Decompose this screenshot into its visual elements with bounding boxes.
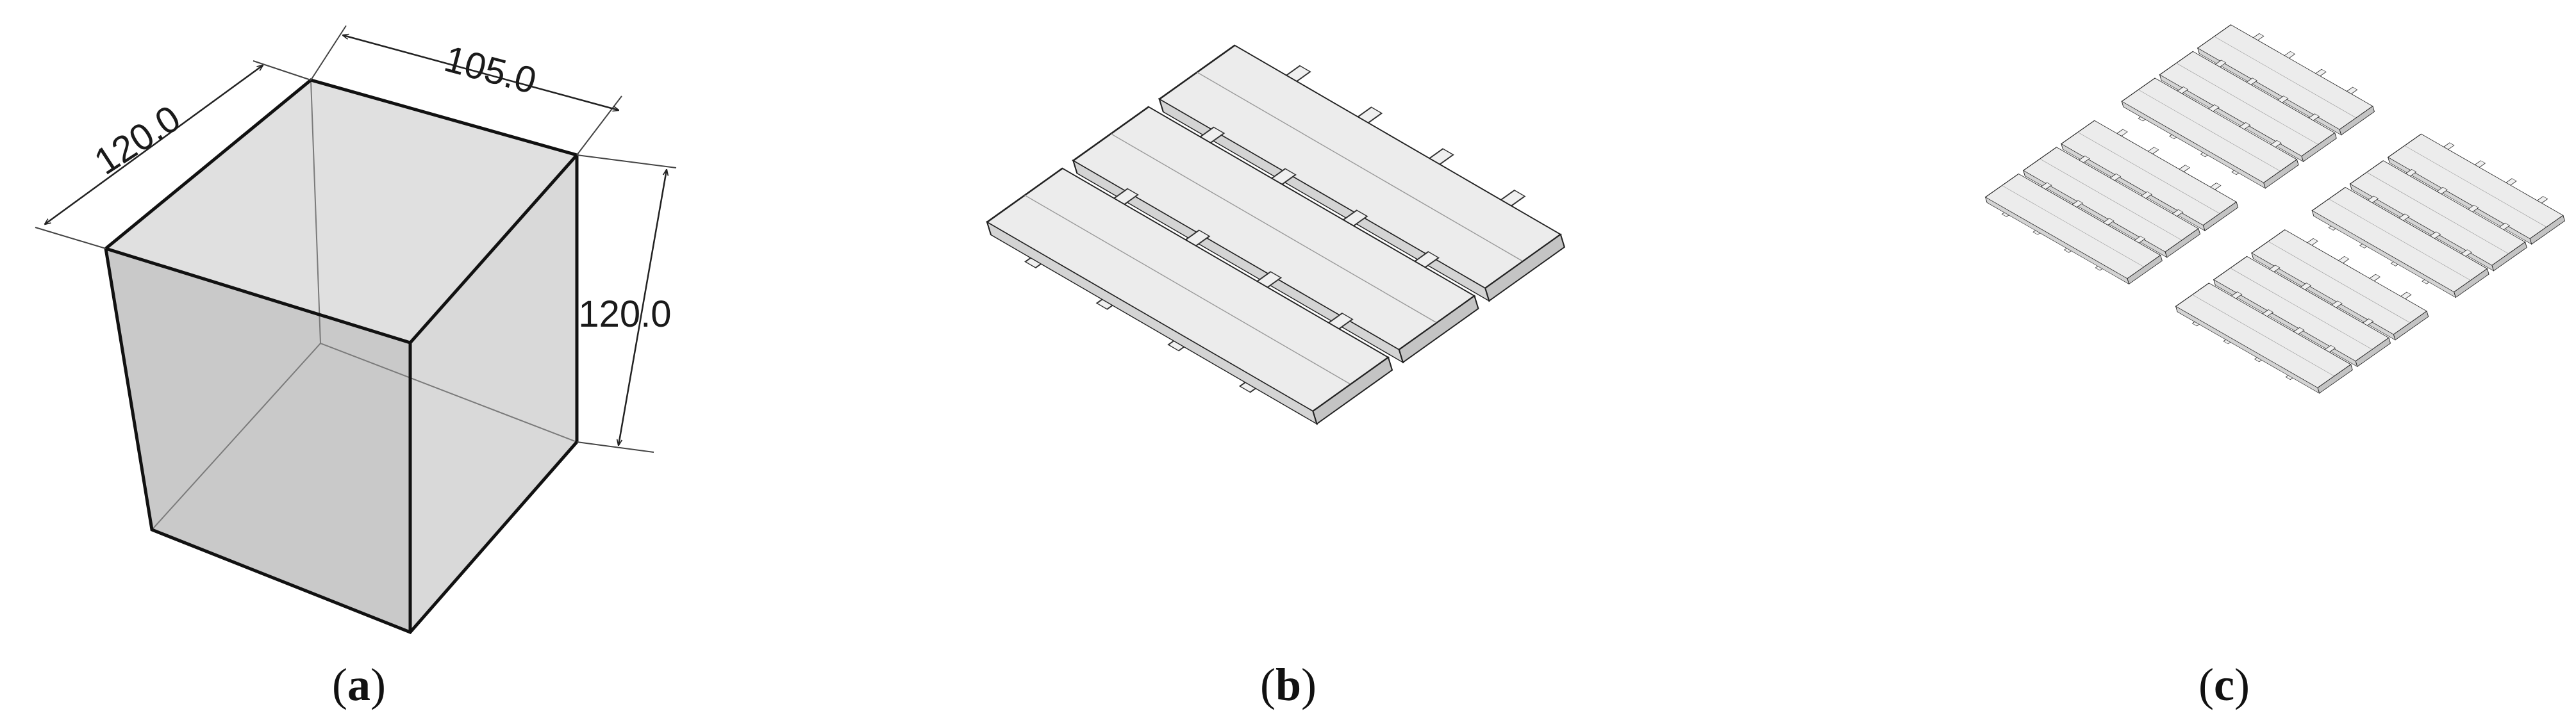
panel-c-letter: c (2214, 659, 2234, 710)
panel-a-letter: a (347, 659, 370, 710)
height-dimension-label: 120.0 (578, 293, 671, 335)
depth-dimension-label: 120.0 (87, 97, 188, 183)
panel-a-caption: (a) (332, 659, 386, 710)
panel-b-caption: (b) (1260, 659, 1317, 710)
array-drawing (1979, 20, 2574, 395)
panel-c: (c) (1979, 20, 2574, 710)
panel-c-caption: (c) (2198, 659, 2250, 710)
cube-drawing (104, 78, 579, 634)
width-dimension-label: 105.0 (440, 38, 541, 102)
panel-b-letter: b (1276, 659, 1301, 710)
panel-b: (b) (974, 36, 1586, 710)
panel-a: 120.0 105.0 120.0 (a) (35, 25, 677, 710)
module-drawing (974, 36, 1586, 428)
dimension-lines (35, 25, 677, 453)
